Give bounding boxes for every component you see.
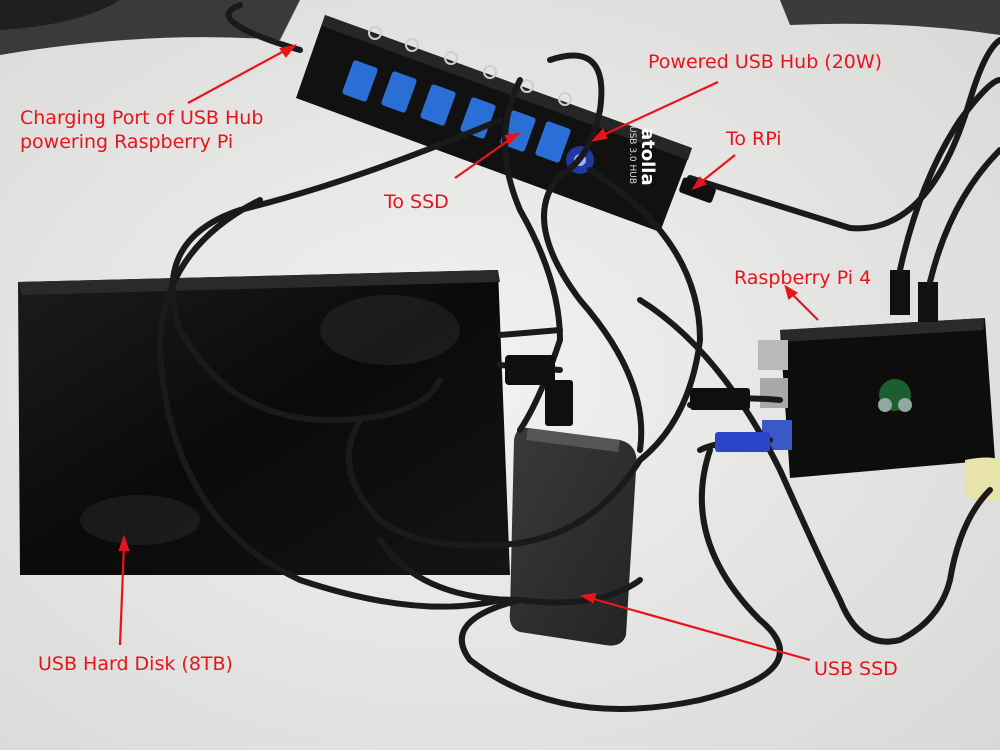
- label-hard-disk: USB Hard Disk (8TB): [38, 653, 233, 675]
- label-ssd: USB SSD: [814, 658, 898, 680]
- hub-brand-text: atolla: [637, 128, 658, 186]
- label-to-ssd: To SSD: [384, 191, 449, 213]
- usb-ssd: [509, 427, 637, 646]
- raspberry-pi-case: [758, 270, 995, 478]
- label-charging-port-line2: powering Raspberry Pi: [20, 131, 234, 153]
- label-raspberry-pi: Raspberry Pi 4: [734, 267, 872, 289]
- label-charging-port: Charging Port of USB Hub powering Raspbe…: [20, 106, 263, 154]
- usb-hard-disk: [18, 270, 510, 575]
- hub-model-text: USB 3.0 HUB: [627, 126, 637, 185]
- label-charging-port-line1: Charging Port of USB Hub: [20, 107, 264, 129]
- label-to-rpi: To RPi: [726, 128, 782, 150]
- label-hub: Powered USB Hub (20W): [648, 51, 883, 73]
